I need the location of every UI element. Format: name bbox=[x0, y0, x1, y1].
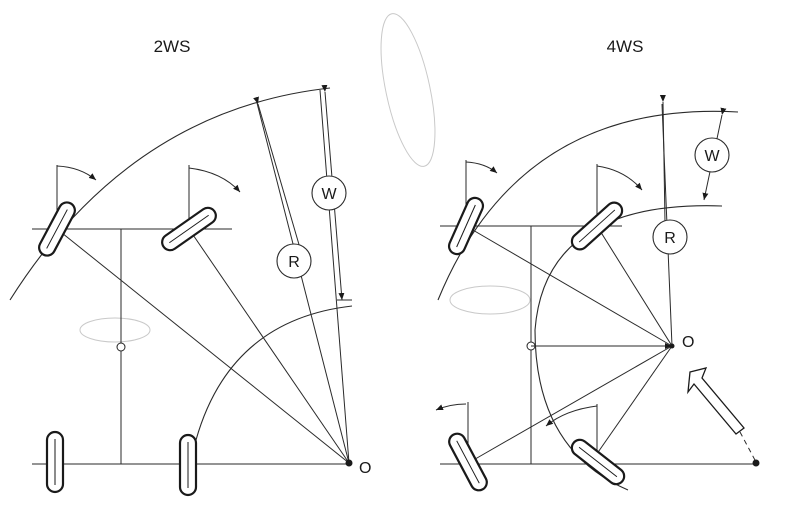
turning-centre-label-4ws: O bbox=[682, 334, 694, 351]
rear-left-wheel-4ws bbox=[448, 432, 488, 492]
rear-right-wheel-2ws bbox=[178, 433, 198, 497]
inner-turning-arc-2ws bbox=[195, 305, 353, 441]
rear-reference-dot-4ws bbox=[752, 459, 760, 467]
width-label-2ws: W bbox=[321, 186, 337, 203]
radius-label-2ws: R bbox=[288, 254, 300, 271]
front-left-wheel-2ws bbox=[38, 201, 76, 257]
radius-dimension-2ws bbox=[253, 96, 301, 249]
radius-label-4ws: R bbox=[664, 230, 676, 247]
turning-centre-dot-2ws bbox=[345, 459, 353, 467]
front-right-wheel-4ws bbox=[570, 201, 624, 251]
radius-dimension-4ws bbox=[659, 94, 666, 223]
diagram-title-4ws: 4WS bbox=[607, 37, 644, 56]
width-label-4ws: W bbox=[704, 148, 720, 165]
radius-lines-2ws bbox=[56, 89, 350, 464]
front-left-wheel-4ws bbox=[447, 196, 485, 256]
radius-lines-4ws bbox=[465, 103, 673, 464]
vehicle-frame-4ws bbox=[440, 225, 756, 465]
rear-left-wheel-2ws bbox=[45, 430, 65, 494]
show-through-background bbox=[79, 13, 531, 343]
rear-right-wheel-4ws bbox=[570, 438, 626, 486]
diagram-2ws: 2WS bbox=[9, 37, 371, 497]
turning-centre-point-4ws bbox=[669, 343, 675, 349]
diagram-4ws: 4WS bbox=[435, 37, 760, 492]
width-label-circle-2ws bbox=[311, 175, 347, 211]
width-label-circle-4ws bbox=[694, 137, 730, 173]
hollow-arrow-to-centre bbox=[687, 367, 757, 463]
diagram-title-2ws: 2WS bbox=[154, 37, 191, 56]
turning-centre-label-2ws: O bbox=[359, 460, 371, 477]
front-right-wheel-2ws bbox=[161, 206, 217, 252]
radius-label-circle-2ws bbox=[276, 243, 312, 279]
centre-of-gravity-dot bbox=[116, 342, 126, 352]
radius-label-circle-4ws bbox=[652, 219, 688, 255]
